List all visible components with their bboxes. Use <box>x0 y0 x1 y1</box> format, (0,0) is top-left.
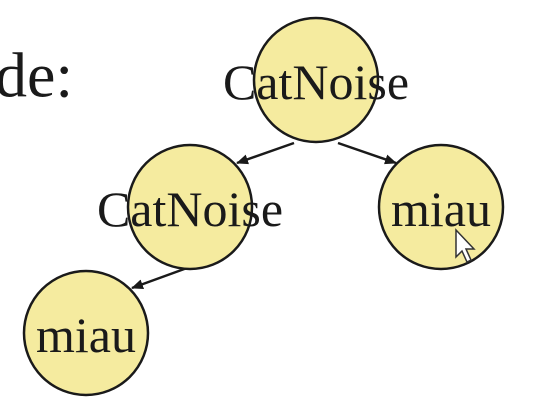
edge-root-to-left <box>236 141 295 165</box>
node-label: miau <box>36 307 136 363</box>
node-label: miau <box>391 181 491 237</box>
mouse-pointer-icon <box>455 228 476 264</box>
tree-node-left-left: miau <box>22 269 150 397</box>
node-circle <box>126 143 254 271</box>
node-circle <box>22 269 150 397</box>
node-circle <box>252 16 380 144</box>
node-circle <box>377 143 505 271</box>
node-label: CatNoise <box>97 181 283 237</box>
tree-node-root: CatNoise <box>223 16 409 144</box>
edge-left-to-leftleft <box>131 266 188 290</box>
tree-node-left: CatNoise <box>97 143 283 271</box>
node-label: CatNoise <box>223 54 409 110</box>
tree-node-right: miau <box>377 143 505 271</box>
heading-fragment: de: <box>0 40 73 111</box>
edge-root-to-right <box>337 141 397 165</box>
